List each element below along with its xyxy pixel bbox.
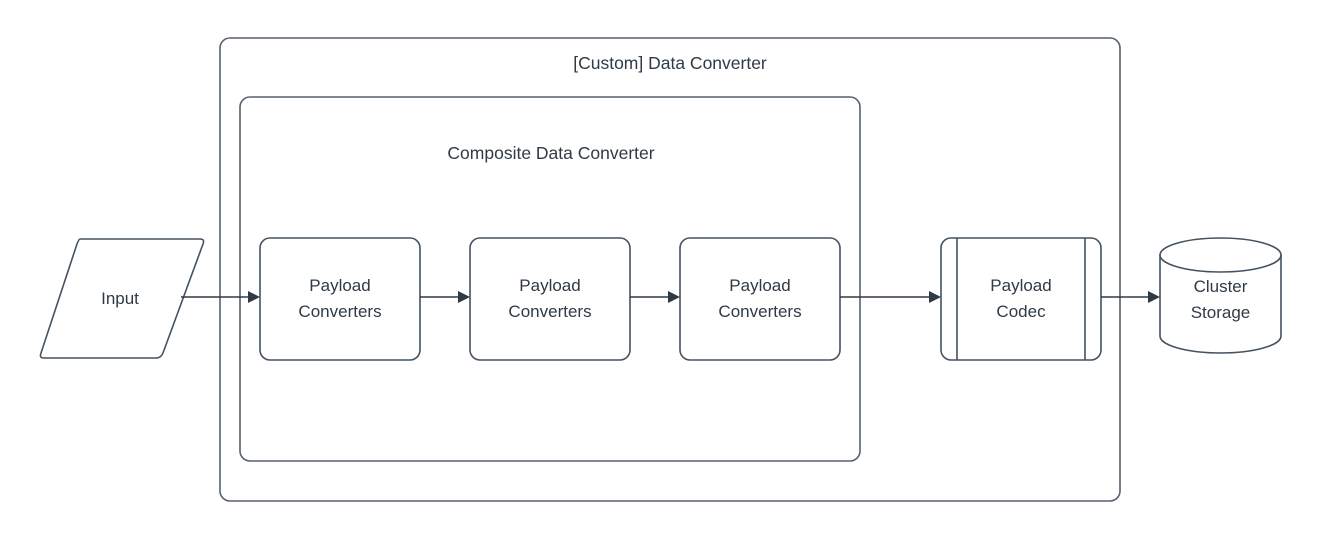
node-input[interactable]: Input <box>39 238 205 359</box>
payload-converters-2-label-line1: Payload <box>519 276 580 295</box>
payload-converters-2-label-line2: Converters <box>508 302 591 321</box>
payload-converters-1-label-line1: Payload <box>309 276 370 295</box>
payload-converters-3-label-line2: Converters <box>718 302 801 321</box>
payload-codec-label-line2: Codec <box>996 302 1046 321</box>
input-label: Input <box>101 289 139 308</box>
edge-payload-converters-2-to-3 <box>630 291 680 303</box>
input-shape <box>39 238 205 359</box>
container-custom-data-converter[interactable]: [Custom] Data Converter <box>219 37 1121 502</box>
node-payload-converters-3[interactable]: Payload Converters <box>679 237 841 361</box>
cluster-storage-label-line2: Storage <box>1191 303 1251 322</box>
payload-converters-1-shape <box>259 237 421 361</box>
node-cluster-storage[interactable]: Cluster Storage <box>1159 237 1282 354</box>
composite-data-converter-border <box>239 96 861 462</box>
payload-converters-2-shape <box>469 237 631 361</box>
custom-data-converter-title: [Custom] Data Converter <box>573 53 767 73</box>
edge-payload-codec-to-cluster-storage <box>1101 291 1160 303</box>
cluster-storage-body <box>1159 254 1282 354</box>
node-payload-converters-2[interactable]: Payload Converters <box>469 237 631 361</box>
payload-converters-3-shape <box>679 237 841 361</box>
container-composite-data-converter[interactable]: Composite Data Converter <box>239 96 861 462</box>
edge-input-to-payload-converters-1 <box>181 291 260 303</box>
node-payload-codec[interactable]: Payload Codec <box>940 237 1102 361</box>
cluster-storage-label-line1: Cluster <box>1194 277 1248 296</box>
edge-input-to-pc1-arrowhead <box>248 291 260 303</box>
custom-data-converter-border <box>219 37 1121 502</box>
payload-converters-1-label-line2: Converters <box>298 302 381 321</box>
composite-data-converter-title: Composite Data Converter <box>447 143 654 163</box>
cluster-storage-top-ellipse <box>1159 237 1282 273</box>
edge-pc1-to-pc2-arrowhead <box>458 291 470 303</box>
edge-pc2-to-pc3-arrowhead <box>668 291 680 303</box>
edge-payload-converters-3-to-payload-codec <box>840 291 941 303</box>
edge-codec-to-storage-arrowhead <box>1148 291 1160 303</box>
payload-codec-shape <box>940 237 1102 361</box>
edge-payload-converters-1-to-2 <box>420 291 470 303</box>
node-payload-converters-1[interactable]: Payload Converters <box>259 237 421 361</box>
payload-converters-3-label-line1: Payload <box>729 276 790 295</box>
payload-codec-label-line1: Payload <box>990 276 1051 295</box>
edge-pc3-to-codec-arrowhead <box>929 291 941 303</box>
